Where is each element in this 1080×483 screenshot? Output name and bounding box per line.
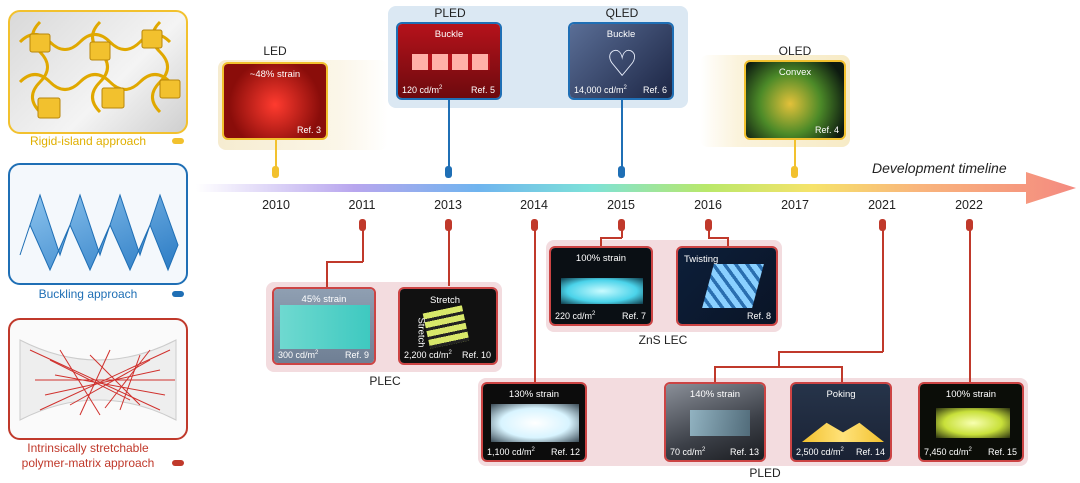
rigid-island-marker — [172, 138, 184, 144]
conn-2021-a — [882, 230, 884, 352]
plec-2-ref: Ref. 10 — [462, 350, 491, 360]
buckling-illustration — [10, 165, 186, 283]
led-label: LED — [250, 44, 300, 58]
zns-1-caption: 100% strain — [551, 253, 651, 264]
buckling-marker — [172, 291, 184, 297]
qled-thumbnail: ♡ Buckle 14,000 cd/m2 Ref. 6 — [568, 22, 674, 100]
intrinsic-label-line2: polymer-matrix approach — [0, 456, 176, 470]
year-2011: 2011 — [337, 198, 387, 212]
zns-thumbnail-2: Twisting Ref. 8 — [676, 246, 778, 326]
pled-3-ref: Ref. 14 — [856, 447, 885, 457]
pled-top-ref: Ref. 5 — [471, 85, 495, 95]
rigid-island-label: Rigid-island approach — [0, 134, 176, 148]
pled-1-ref: Ref. 12 — [551, 447, 580, 457]
pled-2-caption: 140% strain — [666, 389, 764, 400]
qled-luminance: 14,000 cd/m2 — [574, 85, 627, 95]
zns-thumbnail-1: 100% strain 220 cd/m2 Ref. 7 — [549, 246, 653, 326]
intrinsic-label-line1: Intrinsically stretchable — [0, 441, 176, 455]
pled-top-caption: Buckle — [398, 29, 500, 40]
conn-2021-c — [778, 351, 780, 367]
conn-2015-b — [600, 237, 622, 239]
pled-4-luminance: 7,450 cd/m2 — [924, 447, 972, 457]
conn-2011-b — [326, 261, 363, 263]
rigid-island-illustration — [10, 12, 186, 132]
year-2016: 2016 — [683, 198, 733, 212]
plec-1-luminance: 300 cd/m2 — [278, 350, 318, 360]
plec-group-title: PLEC — [360, 374, 410, 388]
conn-2021-e — [714, 366, 716, 382]
year-2014: 2014 — [509, 198, 559, 212]
intrinsic-illustration — [10, 320, 186, 438]
plec-2-caption: Stretch — [430, 295, 460, 306]
conn-2014 — [534, 230, 536, 382]
plec-1-caption: 45% strain — [274, 294, 374, 305]
buckling-image — [8, 163, 188, 285]
pled-thumbnail-4: 100% strain 7,450 cd/m2 Ref. 15 — [918, 382, 1024, 462]
year-2017: 2017 — [770, 198, 820, 212]
timeline-title: Development timeline — [872, 160, 1007, 176]
plec-2-caption-rotated: Stretch — [416, 317, 427, 347]
led-caption: ~48% strain — [224, 69, 326, 80]
heart-shape: ♡ — [606, 46, 638, 82]
oled-connector — [794, 140, 796, 168]
conn-2021-b — [778, 351, 883, 353]
pled-3-luminance: 2,500 cd/m2 — [796, 447, 844, 457]
conn-2022 — [969, 230, 971, 382]
zns-1-luminance: 220 cd/m2 — [555, 311, 595, 321]
oled-ref: Ref. 4 — [815, 125, 839, 135]
pled-top-connector — [448, 100, 450, 168]
zns-2-ref: Ref. 8 — [747, 311, 771, 321]
plec-thumbnail-2: Stretch Stretch 2,200 cd/m2 Ref. 10 — [398, 287, 498, 365]
pled-top-luminance: 120 cd/m2 — [402, 85, 442, 95]
zns-2-caption: Twisting — [684, 254, 718, 265]
qled-caption: Buckle — [570, 29, 672, 40]
zns-1-ref: Ref. 7 — [622, 311, 646, 321]
qled-connector — [621, 100, 623, 168]
conn-2011-a — [362, 230, 364, 262]
conn-2011-c — [326, 261, 328, 287]
led-thumbnail: ~48% strain Ref. 3 — [222, 62, 328, 140]
plec-thumbnail-1: 45% strain 300 cd/m2 Ref. 9 — [272, 287, 376, 365]
qled-ref: Ref. 6 — [643, 85, 667, 95]
year-2021: 2021 — [857, 198, 907, 212]
intrinsic-marker — [172, 460, 184, 466]
pled-2-ref: Ref. 13 — [730, 447, 759, 457]
qled-label: QLED — [592, 6, 652, 20]
conn-2021-f — [841, 366, 843, 382]
pled-thumbnail-1: 130% strain 1,100 cd/m2 Ref. 12 — [481, 382, 587, 462]
rigid-island-image — [8, 10, 188, 134]
conn-2021-d — [714, 366, 842, 368]
year-2013: 2013 — [423, 198, 473, 212]
plec-2-luminance: 2,200 cd/m2 — [404, 350, 452, 360]
oled-thumbnail: Convex Ref. 4 — [744, 60, 846, 140]
pled-group-title: PLED — [740, 466, 790, 480]
pled-4-ref: Ref. 15 — [988, 447, 1017, 457]
year-2015: 2015 — [596, 198, 646, 212]
led-ref: Ref. 3 — [297, 125, 321, 135]
pled-thumbnail-2: 140% strain 70 cd/m2 Ref. 13 — [664, 382, 766, 462]
conn-2013 — [448, 230, 450, 286]
pled-1-luminance: 1,100 cd/m2 — [487, 447, 535, 457]
oled-caption: Convex — [746, 67, 844, 78]
oled-label: OLED — [770, 44, 820, 58]
year-2022: 2022 — [944, 198, 994, 212]
zns-group-title: ZnS LEC — [618, 333, 708, 347]
pled-thumbnail-3: Poking 2,500 cd/m2 Ref. 14 — [790, 382, 892, 462]
buckling-label: Buckling approach — [0, 287, 176, 301]
plec-1-ref: Ref. 9 — [345, 350, 369, 360]
pled-1-caption: 130% strain — [483, 389, 585, 400]
pled-top-label: PLED — [420, 6, 480, 20]
pled-3-caption: Poking — [792, 389, 890, 400]
year-2010: 2010 — [251, 198, 301, 212]
led-connector — [275, 140, 277, 168]
pled-4-caption: 100% strain — [920, 389, 1022, 400]
intrinsic-image — [8, 318, 188, 440]
pled-2-luminance: 70 cd/m2 — [670, 447, 705, 457]
pled-top-thumbnail: Buckle 120 cd/m2 Ref. 5 — [396, 22, 502, 100]
conn-2016-b — [708, 237, 728, 239]
